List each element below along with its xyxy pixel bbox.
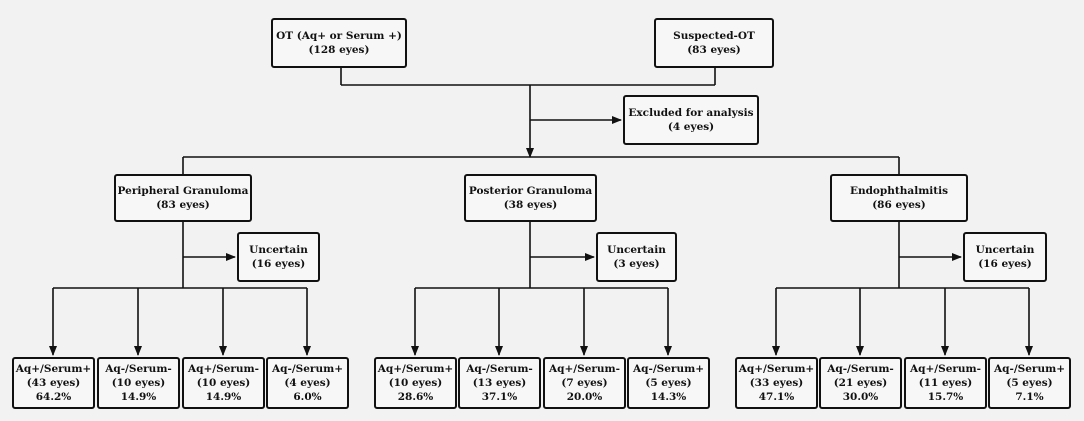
- leaf-percent: 64.2%: [35, 391, 72, 403]
- group-count: (83 eyes): [156, 199, 210, 211]
- leaf-percent: 37.1%: [481, 391, 518, 403]
- leaf-count: (7 eyes): [561, 377, 608, 389]
- leaf-count: (10 eyes): [111, 377, 166, 389]
- excluded-count: (4 eyes): [667, 121, 715, 133]
- leaf-count: (11 eyes): [918, 377, 973, 389]
- leaf-percent: 7.1%: [1015, 391, 1044, 403]
- group-title: Posterior Granuloma: [468, 185, 593, 197]
- leaf-percent: 47.1%: [758, 391, 795, 403]
- ot-box: OT (Aq+ or Serum +) (128 eyes): [271, 18, 407, 68]
- leaf-count: (10 eyes): [388, 377, 443, 389]
- suspected-ot-count: (83 eyes): [687, 44, 741, 56]
- leaf-count: (4 eyes): [284, 377, 331, 389]
- leaf-count: (13 eyes): [472, 377, 527, 389]
- leaf-box: Aq+/Serum+ (43 eyes) 64.2%: [12, 357, 95, 409]
- leaf-count: (5 eyes): [1006, 377, 1053, 389]
- leaf-count: (5 eyes): [645, 377, 692, 389]
- uncertain-box-group1: Uncertain (16 eyes): [237, 232, 320, 282]
- leaf-box: Aq-/Serum+ (5 eyes) 7.1%: [988, 357, 1071, 409]
- leaf-label: Aq+/Serum+: [738, 363, 815, 375]
- leaf-count: (33 eyes): [749, 377, 804, 389]
- uncertain-count: (3 eyes): [613, 258, 660, 270]
- excluded-label: Excluded for analysis: [628, 107, 754, 119]
- group-count: (38 eyes): [503, 199, 558, 211]
- leaf-box: Aq-/Serum- (13 eyes) 37.1%: [458, 357, 541, 409]
- excluded-box: Excluded for analysis (4 eyes): [623, 95, 759, 145]
- leaf-percent: 15.7%: [927, 391, 964, 403]
- leaf-label: Aq+/Serum+: [377, 363, 454, 375]
- ot-count: (128 eyes): [308, 44, 370, 56]
- leaf-percent: 14.9%: [205, 391, 242, 403]
- leaf-count: (43 eyes): [26, 377, 81, 389]
- uncertain-box-group2: Uncertain (3 eyes): [596, 232, 677, 282]
- ot-label: OT (Aq+ or Serum +): [276, 30, 402, 42]
- leaf-count: (10 eyes): [196, 377, 251, 389]
- leaf-count: (21 eyes): [833, 377, 888, 389]
- leaf-label: Aq-/Serum+: [632, 363, 705, 375]
- leaf-box: Aq+/Serum- (10 eyes) 14.9%: [182, 357, 265, 409]
- leaf-box: Aq-/Serum- (10 eyes) 14.9%: [97, 357, 180, 409]
- leaf-percent: 20.0%: [566, 391, 603, 403]
- leaf-label: Aq-/Serum-: [827, 363, 894, 375]
- leaf-box: Aq+/Serum+ (10 eyes) 28.6%: [374, 357, 457, 409]
- leaf-box: Aq+/Serum- (11 eyes) 15.7%: [904, 357, 987, 409]
- uncertain-count: (16 eyes): [978, 258, 1032, 270]
- leaf-label: Aq+/Serum-: [187, 363, 260, 375]
- leaf-percent: 14.9%: [120, 391, 157, 403]
- leaf-percent: 14.3%: [650, 391, 687, 403]
- group-title: Peripheral Granuloma: [117, 185, 249, 197]
- group-title: Endophthalmitis: [849, 185, 949, 197]
- leaf-box: Aq-/Serum+ (5 eyes) 14.3%: [627, 357, 710, 409]
- leaf-box: Aq+/Serum- (7 eyes) 20.0%: [543, 357, 626, 409]
- leaf-box: Aq-/Serum+ (4 eyes) 6.0%: [266, 357, 349, 409]
- uncertain-count: (16 eyes): [251, 258, 306, 270]
- suspected-ot-box: Suspected-OT (83 eyes): [654, 18, 774, 68]
- leaf-label: Aq+/Serum+: [15, 363, 92, 375]
- uncertain-label: Uncertain: [249, 244, 308, 256]
- leaf-box: Aq+/Serum+ (33 eyes) 47.1%: [735, 357, 818, 409]
- uncertain-box-group3: Uncertain (16 eyes): [963, 232, 1047, 282]
- uncertain-label: Uncertain: [975, 244, 1035, 256]
- leaf-label: Aq-/Serum+: [993, 363, 1066, 375]
- leaf-percent: 30.0%: [842, 391, 879, 403]
- leaf-label: Aq+/Serum-: [548, 363, 621, 375]
- leaf-label: Aq-/Serum-: [105, 363, 172, 375]
- leaf-label: Aq-/Serum+: [271, 363, 344, 375]
- group-count: (86 eyes): [872, 199, 926, 211]
- leaf-label: Aq-/Serum-: [466, 363, 533, 375]
- group-box-posterior-granuloma: Posterior Granuloma (38 eyes): [464, 174, 597, 222]
- group-box-peripheral-granuloma: Peripheral Granuloma (83 eyes): [114, 174, 252, 222]
- leaf-box: Aq-/Serum- (21 eyes) 30.0%: [819, 357, 902, 409]
- uncertain-label: Uncertain: [607, 244, 666, 256]
- leaf-percent: 28.6%: [397, 391, 434, 403]
- leaf-label: Aq+/Serum-: [909, 363, 982, 375]
- group-box-endophthalmitis: Endophthalmitis (86 eyes): [830, 174, 968, 222]
- suspected-ot-label: Suspected-OT: [673, 30, 755, 42]
- leaf-percent: 6.0%: [293, 391, 322, 403]
